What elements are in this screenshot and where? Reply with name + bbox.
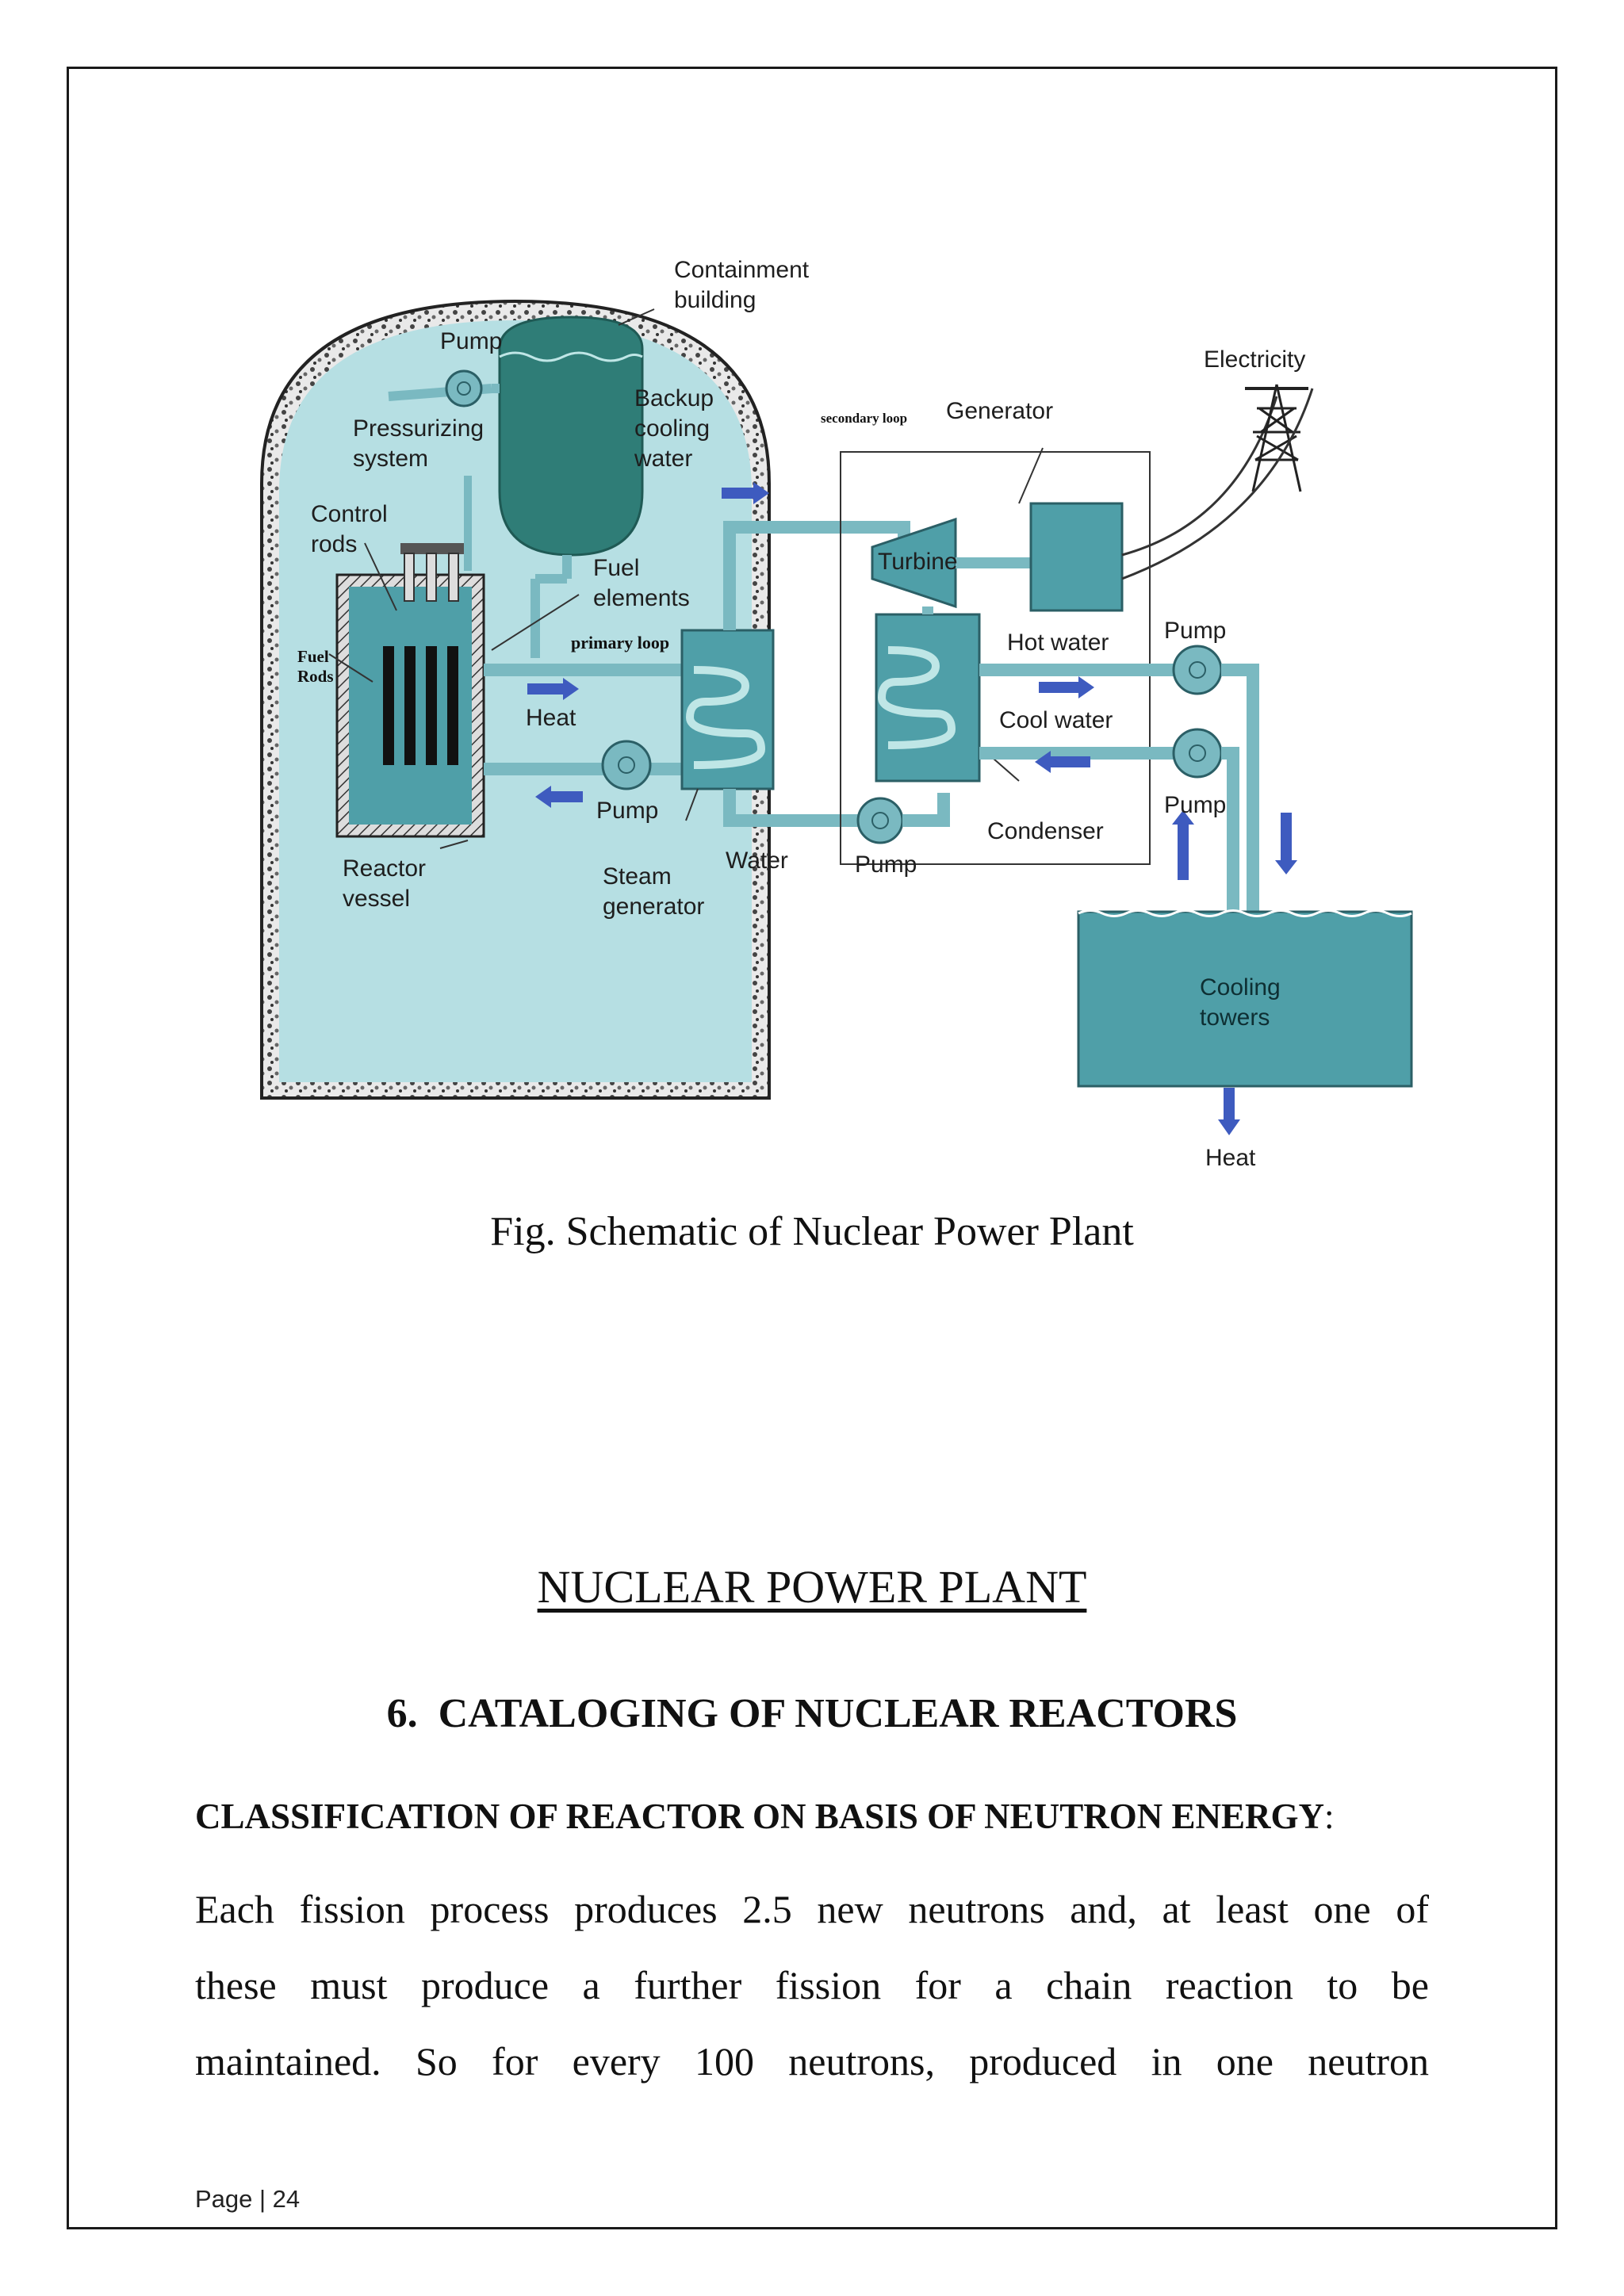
label-rods: rods — [311, 531, 357, 557]
label-cool-water: Cool water — [999, 707, 1113, 733]
pump-top-icon — [445, 369, 483, 408]
condenser — [875, 613, 981, 783]
hot-water-arrow-icon — [1039, 682, 1078, 693]
fuel-rod — [404, 646, 416, 765]
label-pump-primary: Pump — [596, 798, 658, 824]
label-hot-water: Hot water — [1007, 629, 1109, 656]
subheading: CLASSIFICATION OF REACTOR ON BASIS OF NE… — [195, 1796, 1335, 1837]
pump-secondary-icon — [856, 797, 904, 844]
pump-primary-icon — [601, 740, 652, 790]
cooling-towers-pool — [1077, 910, 1413, 1088]
label-system: system — [353, 446, 428, 472]
subheading-text: CLASSIFICATION OF REACTOR ON BASIS OF NE… — [195, 1797, 1324, 1836]
body-line: Each fission process produces 2.5 new ne… — [195, 1887, 1429, 1931]
cool-water-arrow-icon — [1051, 756, 1090, 767]
label-primary-loop: primary loop — [571, 633, 669, 652]
heat-out-arrow-icon — [1224, 1088, 1235, 1119]
steam-arrow-icon — [722, 488, 753, 499]
label-pump-right-top: Pump — [1164, 618, 1226, 644]
nuclear-plant-schematic: Containment building Pump Pressurizing s… — [238, 238, 1443, 1189]
label-water-backup: water — [634, 446, 692, 472]
label-pressurizing: Pressurizing — [353, 415, 484, 442]
fuel-rod — [447, 646, 458, 765]
label-water: Water — [726, 848, 788, 874]
label-fuel-rods-2: Rods — [297, 667, 334, 686]
pump-right-bottom-icon — [1172, 728, 1223, 779]
label-cooling-towers-2: towers — [1200, 1004, 1270, 1031]
label-reactor: Reactor — [343, 855, 426, 882]
section-title: NUCLEAR POWER PLANT — [537, 1561, 1087, 1613]
fuel-rod — [426, 646, 437, 765]
label-heat-bottom: Heat — [1205, 1145, 1256, 1171]
heat-arrow-icon — [527, 683, 563, 695]
label-cooling: cooling — [634, 415, 710, 442]
label-pump-right-bottom: Pump — [1164, 792, 1226, 818]
body-paragraph: Each fission process produces 2.5 new ne… — [195, 1871, 1429, 2099]
schematic-svg: Containment building Pump Pressurizing s… — [260, 257, 1413, 1171]
label-electricity: Electricity — [1204, 346, 1305, 373]
label-turbine: Turbine — [878, 549, 958, 575]
label-generator: Generator — [946, 398, 1053, 424]
subheading-colon: : — [1323, 1797, 1335, 1836]
label-fuel-rods-1: Fuel — [297, 647, 329, 666]
label-steam: Steam — [603, 863, 672, 890]
label-backup: Backup — [634, 385, 714, 411]
label-condenser: Condenser — [987, 818, 1104, 844]
pylon-icon — [1251, 384, 1302, 492]
label-control: Control — [311, 501, 388, 527]
label-secondary-loop: secondary loop — [821, 411, 907, 426]
label-vessel: vessel — [343, 886, 410, 912]
generator — [1029, 502, 1124, 612]
label-heat-left: Heat — [526, 705, 576, 731]
page-border — [67, 67, 1557, 2229]
turbine — [871, 517, 957, 609]
label-pump-secondary: Pump — [855, 851, 917, 878]
label-containment: Containment — [674, 257, 810, 283]
label-generator-steam: generator — [603, 894, 704, 920]
body-line: maintained. So for every 100 neutrons, p… — [195, 2039, 1429, 2084]
chapter-heading: 6. CATALOGING OF NUCLEAR REACTORS — [386, 1691, 1238, 1736]
label-pump-top: Pump — [440, 328, 502, 354]
figure-caption: Fig. Schematic of Nuclear Power Plant — [490, 1209, 1134, 1254]
label-elements: elements — [593, 585, 690, 611]
pump-right-top-icon — [1172, 645, 1223, 695]
label-fuel: Fuel — [593, 555, 639, 581]
label-cooling-towers-1: Cooling — [1200, 974, 1281, 1001]
page-number: Page | 24 — [195, 2185, 301, 2213]
secondary-loop-boundary — [840, 451, 1151, 865]
backup-cooling-tank — [498, 316, 644, 557]
label-building: building — [674, 287, 756, 313]
fuel-rod — [383, 646, 394, 765]
body-line: these must produce a further fission for… — [195, 1963, 1429, 2007]
